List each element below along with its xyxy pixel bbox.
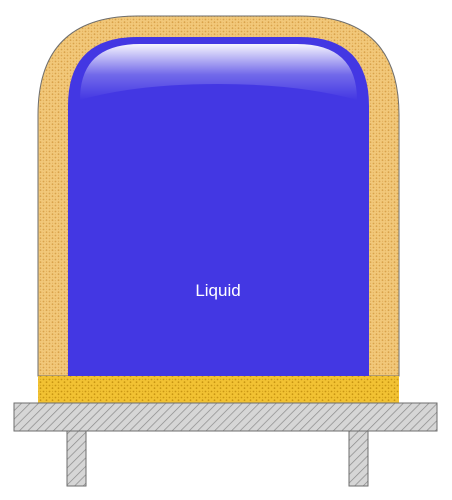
stand-leg-left [66,430,87,487]
base-band [38,376,399,403]
stand-plate [13,402,438,432]
liquid-body [68,37,369,376]
stand-leg-right [348,430,369,487]
liquid-label: Liquid [195,281,240,300]
liquid-highlight [80,44,357,100]
